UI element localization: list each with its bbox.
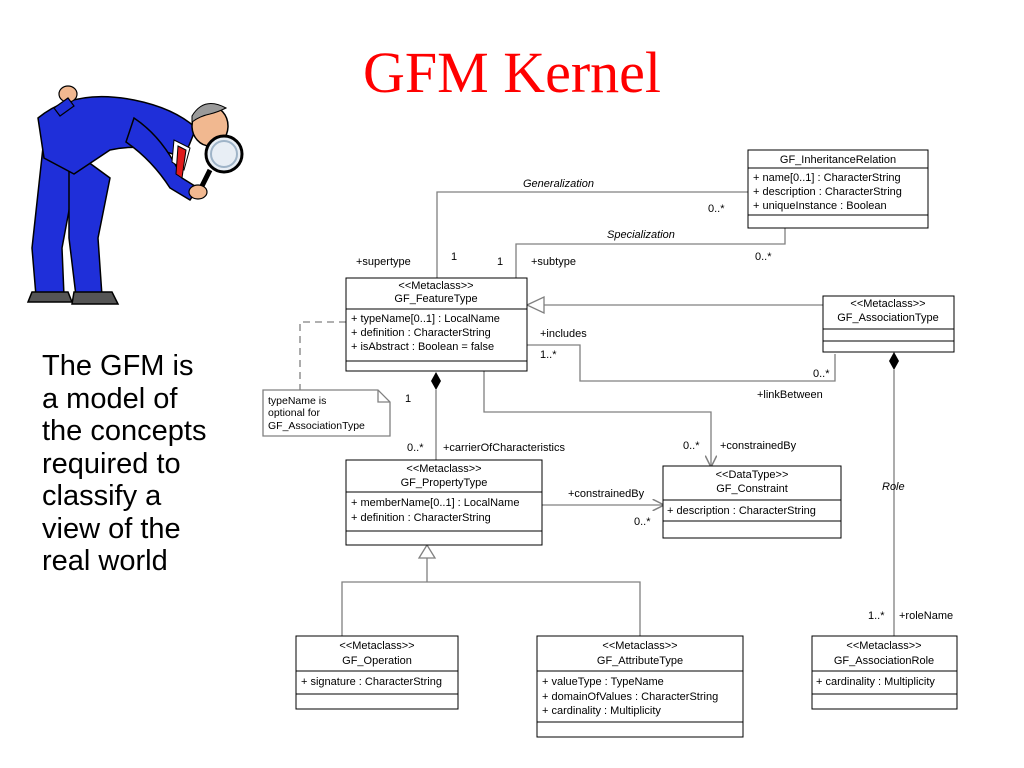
role-label: +constrainedBy <box>568 488 645 500</box>
class-name: GF_FeatureType <box>394 293 477 305</box>
class-attribute: + isAbstract : Boolean = false <box>351 341 494 353</box>
class-attribute: + signature : CharacterString <box>301 676 442 688</box>
class-name: GF_InheritanceRelation <box>780 154 896 166</box>
description-line: The GFM is <box>42 350 194 382</box>
class-stereotype: <<Metaclass>> <box>398 280 473 292</box>
role-label: +includes <box>540 328 587 340</box>
class-feature-type <box>345 277 528 372</box>
multiplicity-label: 0..* <box>813 368 830 380</box>
class-name: GF_Constraint <box>716 483 788 495</box>
multiplicity-label: 1..* <box>868 610 885 622</box>
class-attribute: + description : CharacterString <box>667 505 816 517</box>
class-attribute: + memberName[0..1] : LocalName <box>351 497 519 509</box>
class-name: GF_PropertyType <box>401 477 488 489</box>
generalization-line <box>436 191 748 278</box>
class-attribute: + description : CharacterString <box>753 186 902 198</box>
class-stereotype: <<Metaclass>> <box>846 640 921 652</box>
note-text: GF_AssociationType <box>268 420 365 432</box>
slide-description: The GFM is a model of the concepts requi… <box>42 350 242 578</box>
class-name: GF_AttributeType <box>597 655 683 667</box>
class-name: GF_AssociationRole <box>834 655 934 667</box>
composition-diamond-feature-type <box>431 372 441 390</box>
specialization-line <box>515 228 786 278</box>
class-attribute: + name[0..1] : CharacterString <box>753 172 901 184</box>
class-attribute: + cardinality : Multiplicity <box>542 705 661 717</box>
detective-man-with-magnifying-glass-icon <box>26 85 244 305</box>
multiplicity-label: 0..* <box>407 442 424 454</box>
multiplicity-label: 1 <box>451 251 457 263</box>
inheritance-triangle-feature-type <box>525 295 545 315</box>
class-attribute: + uniqueInstance : Boolean <box>753 200 887 212</box>
role-label: +constrainedBy <box>720 440 797 452</box>
description-line: a model of <box>42 382 178 415</box>
description-line: view of the <box>42 512 181 545</box>
class-attribute: + typeName[0..1] : LocalName <box>351 313 500 325</box>
role-label: +subtype <box>531 256 576 268</box>
description-line: real world <box>42 545 168 577</box>
class-stereotype: <<Metaclass>> <box>602 640 677 652</box>
composition-diamond-association-type <box>889 352 899 370</box>
note-box <box>262 389 391 437</box>
class-operation <box>295 635 459 710</box>
role-label: +roleName <box>899 610 953 622</box>
class-constraint <box>662 465 842 539</box>
multiplicity-label: 1..* <box>540 349 557 361</box>
class-attribute: + valueType : TypeName <box>542 676 664 688</box>
multiplicity-label: 0..* <box>683 440 700 452</box>
multiplicity-label: 1 <box>497 256 503 268</box>
role-label: +supertype <box>356 256 411 268</box>
class-attribute: + definition : CharacterString <box>351 327 491 339</box>
feature-constrained-by-line <box>483 371 711 466</box>
multiplicity-label: 0..* <box>708 203 725 215</box>
class-attribute-type <box>536 635 744 738</box>
note-text: optional for <box>268 407 320 419</box>
class-name: GF_AssociationType <box>837 312 939 324</box>
subclass-branch-line <box>341 581 641 636</box>
role-association-label: Role <box>882 481 905 493</box>
description-line: classify a <box>42 480 162 512</box>
class-stereotype: <<Metaclass>> <box>406 463 481 475</box>
class-stereotype: <<DataType>> <box>716 469 789 481</box>
class-stereotype: <<Metaclass>> <box>339 640 414 652</box>
multiplicity-label: 0..* <box>634 516 651 528</box>
inheritance-triangle-property-type <box>417 543 437 559</box>
class-attribute: + domainOfValues : CharacterString <box>542 691 718 703</box>
includes-line <box>527 344 836 382</box>
class-stereotype: <<Metaclass>> <box>850 298 925 310</box>
specialization-label: Specialization <box>607 229 675 241</box>
slide-title: GFM Kernel <box>362 40 661 105</box>
multiplicity-label: 1 <box>405 393 411 405</box>
generalization-label: Generalization <box>523 178 594 190</box>
class-name: GF_Operation <box>342 655 412 667</box>
multiplicity-label: 0..* <box>755 251 772 263</box>
role-label: +carrierOfCharacteristics <box>443 442 565 454</box>
note-connector-line <box>299 321 346 390</box>
description-line: required to <box>42 447 181 480</box>
class-attribute: + definition : CharacterString <box>351 512 491 524</box>
class-association-role <box>811 635 958 710</box>
class-association-type <box>822 295 955 353</box>
role-label: +linkBetween <box>757 389 823 401</box>
description-line: the concepts <box>42 415 207 447</box>
note-text: typeName is <box>268 395 326 407</box>
class-attribute: + cardinality : Multiplicity <box>816 676 935 688</box>
